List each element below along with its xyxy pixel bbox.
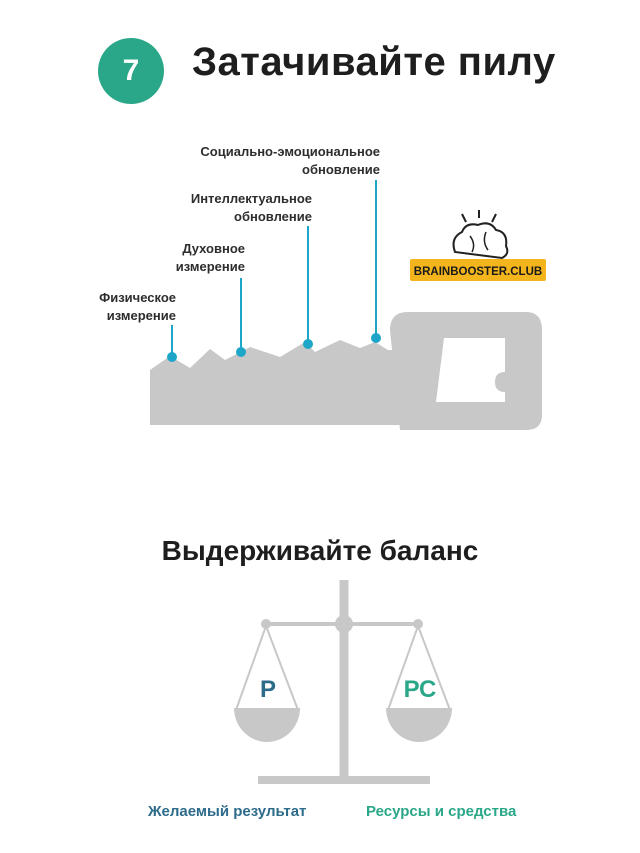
balance-title: Выдерживайте баланс [161, 535, 479, 566]
left-pan-letter: Р [260, 676, 276, 703]
left-pan [234, 708, 300, 742]
marker-dot-physical [167, 352, 177, 362]
right-caption: Ресурсы и средства [366, 803, 517, 820]
marker-dot-social [371, 333, 381, 343]
brand-text: BRAINBOOSTER.CLUB [414, 266, 542, 278]
label-physical: Физическое измерение [99, 290, 176, 323]
marker-dot-intellectual [303, 339, 313, 349]
balance-scale: Р РС [234, 580, 452, 784]
saw-handle-hole [436, 338, 505, 402]
left-caption: Желаемый результат [148, 803, 307, 820]
scale-base [258, 776, 430, 784]
label-social: Социально-эмоциональное обновление [200, 144, 380, 177]
scale-pivot [335, 615, 353, 633]
brainbooster-logo: BRAINBOOSTER.CLUB [410, 210, 546, 281]
label-spiritual: Духовное измерение [175, 241, 245, 274]
right-pan [386, 708, 452, 742]
page-title: Затачивайте пилу [192, 40, 556, 84]
step-number: 7 [122, 54, 140, 87]
right-pan-letters: РС [404, 676, 437, 703]
saw-blade [150, 340, 405, 425]
step-number-badge: 7 [98, 38, 164, 104]
brain-icon [452, 222, 509, 260]
brand-banner [410, 259, 546, 281]
marker-dot-spiritual [236, 347, 246, 357]
label-intellectual: Интеллектуальное обновление [190, 191, 312, 224]
